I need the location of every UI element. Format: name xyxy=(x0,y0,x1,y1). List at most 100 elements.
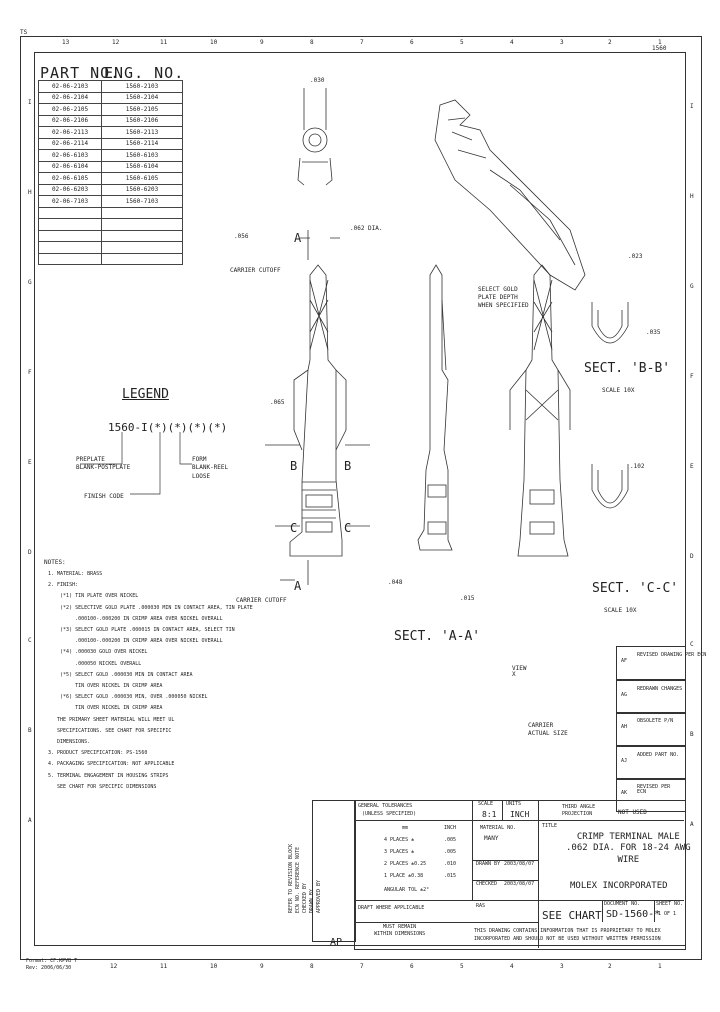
column-number: 3 xyxy=(560,39,564,46)
drawing-frame xyxy=(34,52,686,946)
sheet-label: SHEET NO. xyxy=(656,901,684,907)
column-number: 12 xyxy=(110,963,118,970)
column-number: 5 xyxy=(460,963,464,970)
date-2: 2003/08/07 xyxy=(504,881,535,887)
dim-left: .056 xyxy=(234,233,249,240)
legend-left-desc: PREPLATE BLANK-POSTPLATE xyxy=(76,456,131,472)
column-number: 8 xyxy=(310,39,314,46)
legend-finish: FINISH CODE xyxy=(84,493,124,500)
note-line: 3. PRODUCT SPECIFICATION: PS-1560 xyxy=(48,750,148,757)
eng-no-cell xyxy=(101,229,183,242)
part-no-header: PART NO. xyxy=(40,64,121,82)
column-number: 7 xyxy=(360,39,364,46)
column-number: 2 xyxy=(608,39,612,46)
note-line: (*4) .000030 GOLD OVER NICKEL xyxy=(48,649,148,656)
scale-label: SCALE xyxy=(478,801,494,807)
row-letter: D xyxy=(690,553,694,560)
revision-desc: OBSOLETE P/N xyxy=(637,718,674,724)
tolerance-cell: .005 xyxy=(444,849,457,855)
material-label: MATERIAL NO. xyxy=(480,825,517,831)
revision-letter: AF xyxy=(621,658,628,664)
note-line: DIMENSIONS. xyxy=(48,739,91,745)
revision-letter: AP xyxy=(330,937,343,948)
scale-value: 8:1 xyxy=(482,810,497,819)
dim-aa: .015 xyxy=(460,595,475,602)
table-row xyxy=(38,218,183,231)
units-value: INCH xyxy=(510,810,530,819)
column-number: 12 xyxy=(112,39,120,46)
sheet-border xyxy=(20,36,702,960)
column-number: 6 xyxy=(410,39,414,46)
column-number: 4 xyxy=(510,963,514,970)
section-bb-title: SECT. 'B-B' xyxy=(584,361,671,376)
legend-right-desc: FORM BLANK-REEL LOOSE xyxy=(192,456,229,480)
column-number: 6 xyxy=(410,963,414,970)
tolerance-cell: 3 PLACES ± xyxy=(384,849,415,855)
part-no-cell xyxy=(38,218,102,231)
row-letter: A xyxy=(28,817,32,824)
dim-mid: .065 xyxy=(270,399,285,406)
revision-desc: REVISED DRAWING PER ECN xyxy=(637,652,707,658)
eng-no-cell: 1560-6203 xyxy=(101,183,183,196)
revision-letter: AG xyxy=(621,692,628,698)
note-line: TIN OVER NICKEL IN CRIMP AREA xyxy=(48,705,163,712)
checked-label: CHECKED xyxy=(476,881,498,887)
column-number: 2 xyxy=(608,963,612,970)
notes-title: NOTES: xyxy=(44,559,66,566)
row-letter: B xyxy=(28,727,32,734)
part-no-cell: 02-06-2106 xyxy=(38,114,102,127)
column-number: 9 xyxy=(260,963,264,970)
carrier-cutoff-top: CARRIER CUTOFF xyxy=(230,267,281,274)
eng-no-cell: 1560-7103 xyxy=(101,195,183,208)
revision-row: AF REVISED DRAWING PER ECN xyxy=(616,646,706,680)
section-cc-title: SECT. 'C-C' xyxy=(592,581,679,596)
select-gold-note: SELECT GOLD PLATE DEPTH WHEN SPECIFIED xyxy=(478,286,529,309)
refer-text: REFER TO REVISION BLOCK ECN NO. REFERENC… xyxy=(288,843,323,914)
drawn-by-label: DRAWN BY xyxy=(476,861,501,867)
tolerance-cell: .015 xyxy=(444,873,457,879)
row-letter: I xyxy=(28,99,32,106)
carrier-strip-label: CARRIER ACTUAL SIZE xyxy=(528,722,568,737)
sheet-value: 1 OF 1 xyxy=(658,911,677,917)
revision-desc: REDRAWN CHANGES xyxy=(637,686,683,692)
marker-c-right: C xyxy=(344,521,352,535)
part-no-cell: 02-06-2103 xyxy=(38,80,102,93)
column-number: 9 xyxy=(260,39,264,46)
marker-b-right: B xyxy=(344,459,352,473)
note-line: 4. PACKAGING SPECIFICATION: NOT APPLICAB… xyxy=(48,761,175,768)
eng-no-cell: 1560-2114 xyxy=(101,137,183,150)
note-line: (*1) TIN PLATE OVER NICKEL xyxy=(48,593,139,600)
part-no-cell xyxy=(38,206,102,219)
part-no-cell: 02-06-6103 xyxy=(38,149,102,162)
eng-no-cell xyxy=(101,218,183,231)
drawing-title: CRIMP TERMINAL MALE .062 DIA. FOR 18-24 … xyxy=(566,832,691,865)
note-line: .000050 NICKEL OVERALL xyxy=(48,660,142,667)
column-number: 1 xyxy=(658,963,662,970)
note-line: THE PRIMARY SHEET MATERIAL WILL MEET UL xyxy=(48,716,175,723)
refer-block: REFER TO REVISION BLOCK ECN NO. REFERENC… xyxy=(288,800,356,942)
third-angle: THIRD ANGLE PROJECTION xyxy=(562,804,596,817)
tolerance-cell: .010 xyxy=(444,861,457,867)
row-letter: G xyxy=(690,283,694,290)
eng-no-cell xyxy=(101,252,183,265)
dia-note: .062 DIA. xyxy=(350,225,383,232)
must-remain: MUST REMAIN WITHIN DIMENSIONS xyxy=(374,924,426,937)
mm-label: mm xyxy=(402,825,409,831)
proprietary-note: THIS DRAWING CONTAINS INFORMATION THAT I… xyxy=(474,928,661,942)
material-value: MANY xyxy=(484,835,499,842)
format-stamp: Format: CF:KPVB T Rev: 2006/06/30 xyxy=(26,958,78,971)
table-row xyxy=(38,252,183,265)
column-number: 7 xyxy=(360,963,364,970)
dim-bb: .023 xyxy=(628,253,643,260)
table-row xyxy=(38,206,183,219)
part-no-cell: 02-06-6105 xyxy=(38,172,102,185)
part-no-cell: 02-06-2114 xyxy=(38,137,102,150)
